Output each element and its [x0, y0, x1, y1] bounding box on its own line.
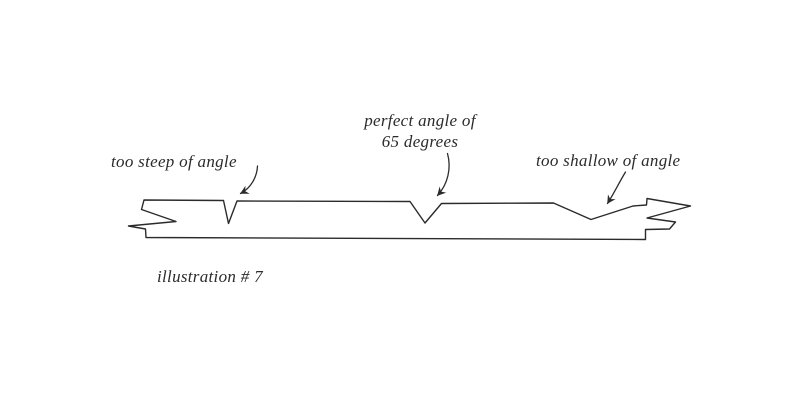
label-too-steep: too steep of angle [111, 152, 237, 171]
steep-angle-arrow-icon [239, 165, 259, 195]
shallow-angle-arrow-icon [606, 171, 627, 205]
board-outline [127, 197, 692, 241]
label-perfect-angle-line2: 65 degrees [381, 131, 459, 151]
label-too-shallow: too shallow of angle [536, 151, 681, 170]
illustration-caption: illustration # 7 [157, 267, 263, 286]
label-perfect-angle-line1: perfect angle of [364, 111, 476, 130]
label-perfect-angle: perfect angle of 65 degrees [340, 111, 500, 152]
perfect-angle-arrow-icon [436, 152, 450, 197]
